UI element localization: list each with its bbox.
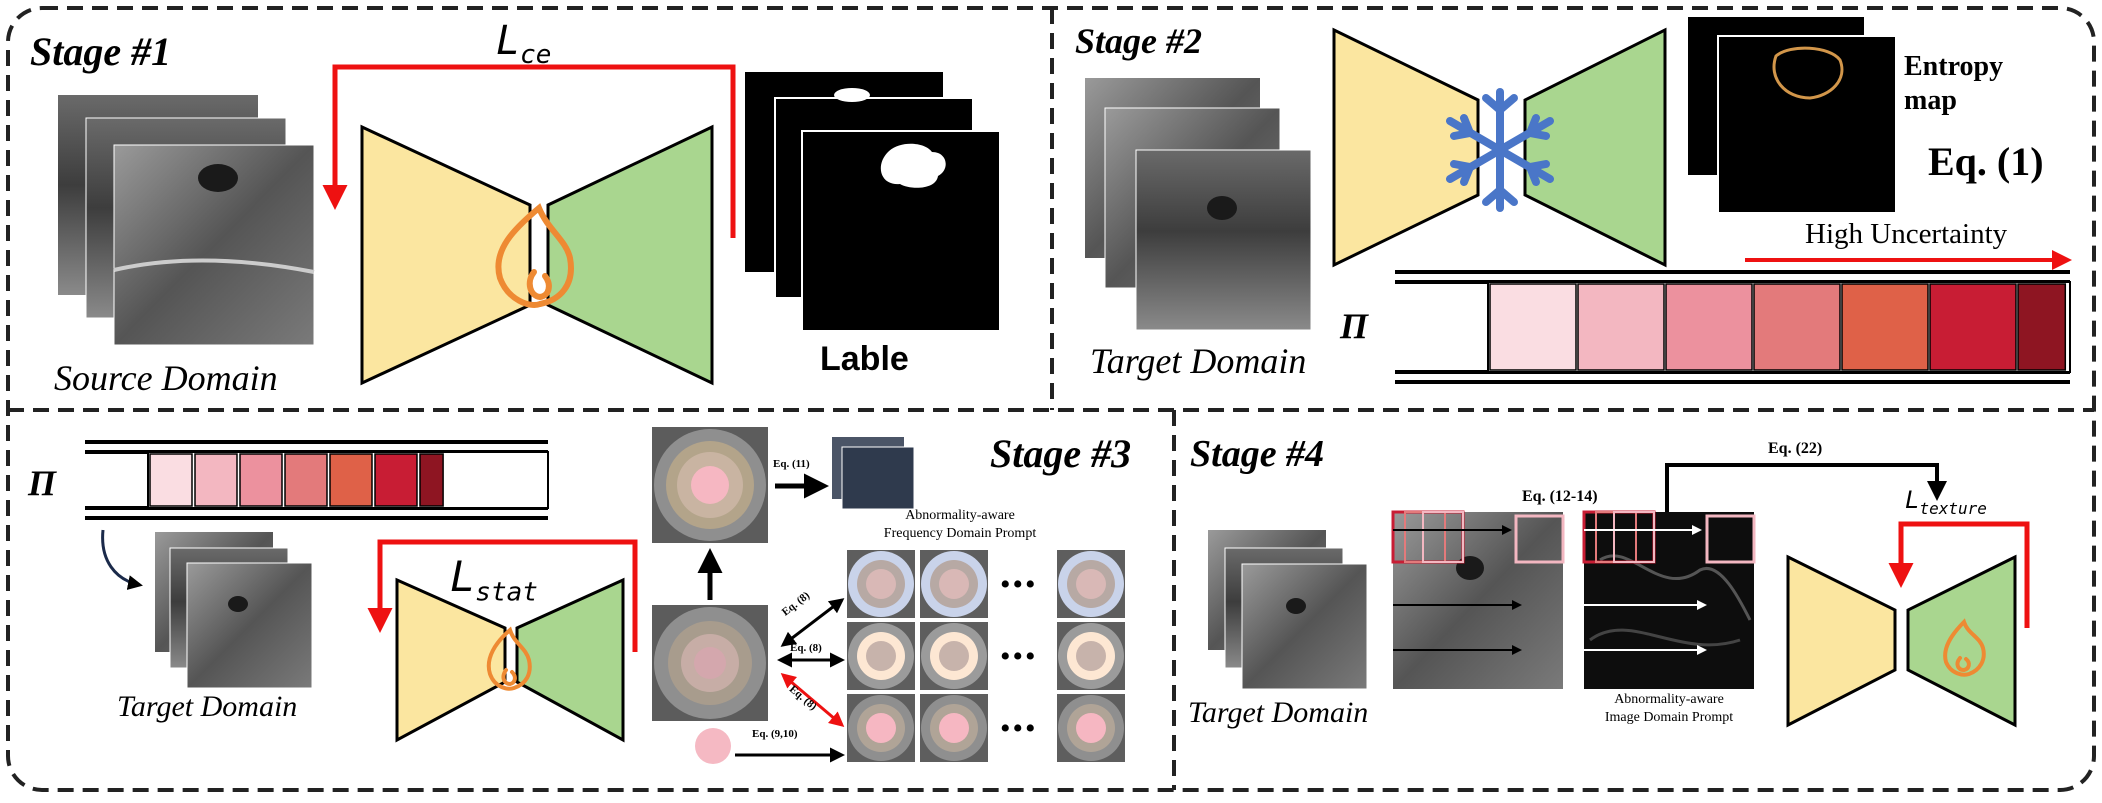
ltexture-arrow (1888, 521, 2030, 628)
stage4-title: Stage #4 (1190, 433, 1325, 475)
stage3-uncertainty-block-3 (239, 453, 283, 507)
stage2-uncertainty-block-7 (2017, 283, 2067, 371)
stage3-title: Stage #3 (990, 431, 1132, 476)
prompt-ring (1076, 641, 1106, 671)
stage2-uncertainty-block-5 (1841, 283, 1929, 371)
curved-arrow (101, 529, 143, 590)
stage4-image-with-patches (1391, 510, 1565, 689)
prompt-ring (866, 641, 896, 671)
stage3-uncertainty-block-5 (329, 453, 373, 507)
stage1-title: Stage #1 (30, 29, 172, 74)
stage1-source-stack (58, 95, 315, 346)
stage2-network (1332, 27, 1667, 268)
frequency-prompt-grid (847, 550, 1125, 762)
stage3-uncertainty-block-7 (419, 453, 444, 507)
eq11-output-stack (832, 437, 915, 510)
eq8-arrow-c (780, 673, 845, 727)
stage1-source-domain: Source Domain (54, 358, 278, 398)
eq8-arrow-a (780, 598, 845, 647)
stage3-network (395, 577, 625, 743)
lce-arrow (322, 64, 736, 238)
lce-label: Lce (496, 18, 552, 70)
stage3-pi-label: Π (28, 463, 57, 503)
prompt-ring (939, 569, 969, 599)
dots-row2: ••• (1000, 640, 1038, 673)
freq-image-top (652, 427, 768, 543)
stage2-uncertainty-block-1 (1489, 283, 1577, 371)
stage1-label-stack (745, 72, 1001, 332)
stage2-uncertainty-block-6 (1929, 283, 2017, 371)
stage3-target-domain: Target Domain (117, 690, 298, 723)
stage3-uncertainty-block-1 (149, 453, 193, 507)
dots-row1: ••• (1000, 568, 1038, 601)
prompt-ring (1076, 713, 1106, 743)
flame-icon (495, 203, 574, 308)
eq1214-label: Eq. (12-14) (1522, 488, 1598, 505)
prompt-ring (939, 713, 969, 743)
lstat-arrow (367, 539, 638, 652)
stage1-network (360, 124, 714, 386)
stage1-label-caption: Lable (820, 340, 909, 378)
ltexture-label: Ltexture (1905, 486, 1987, 518)
high-uncertainty-label: High Uncertainty (1805, 218, 2008, 250)
stage2-uncertainty-block-3 (1665, 283, 1753, 371)
prompt-ring (1076, 569, 1106, 599)
stage3-uncertainty-block-6 (374, 453, 418, 507)
stage2-target-domain: Target Domain (1090, 341, 1307, 381)
prompt-ring (866, 713, 896, 743)
flame-icon (486, 626, 532, 691)
eq1-label: Eq. (1) (1928, 139, 2044, 184)
prompt-ring (939, 641, 969, 671)
flame-icon (1943, 618, 1986, 677)
pink-dot (695, 728, 731, 764)
stage3-uncertainty-block-4 (284, 453, 328, 507)
snowflake-icon (1446, 88, 1554, 212)
stage4-target-domain: Target Domain (1188, 696, 1369, 729)
stage2-uncertainty-block-2 (1577, 283, 1665, 371)
stage2-target-stack (1085, 78, 1312, 331)
freq-image-main (652, 605, 768, 721)
stage4-target-stack (1208, 530, 1368, 690)
stage3-uncertainty-block-2 (194, 453, 238, 507)
stage4-prompt-image (1582, 510, 1756, 689)
stage2-uncertainty-block-4 (1753, 283, 1841, 371)
dots-row3: ••• (1000, 712, 1038, 745)
eq910-label: Eq. (9,10) (752, 728, 798, 740)
eq22-arrow (1665, 463, 1947, 512)
eq11-label: Eq. (11) (773, 458, 810, 470)
eq22-label: Eq. (22) (1768, 440, 1823, 457)
prompt-ring (866, 569, 896, 599)
entropy-map-stack (1686, 15, 1897, 214)
lstat-label: Lstat (450, 552, 538, 608)
stage2-title: Stage #2 (1075, 21, 1203, 61)
stage2-pi-label: Π (1340, 306, 1369, 346)
stage3-target-stack (155, 532, 313, 689)
stage4-network (1786, 554, 2017, 728)
eq8b-label: Eq. (8) (790, 642, 822, 654)
